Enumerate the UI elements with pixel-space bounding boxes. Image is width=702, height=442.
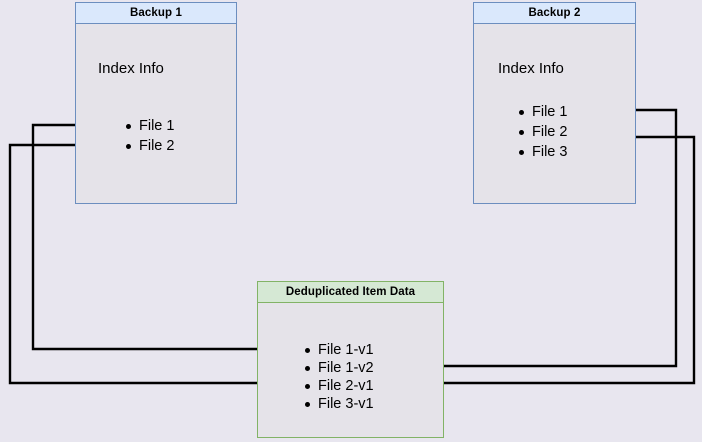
list-item[interactable]: File 2-v1 [305, 377, 374, 395]
deduplicated-file-list: File 1-v1 File 1-v2 File 2-v1 File 3-v1 [305, 341, 374, 413]
list-item[interactable]: File 2 [519, 122, 567, 142]
backup-2-index-info-label: Index Info [498, 60, 564, 77]
list-item[interactable]: File 1-v1 [305, 341, 374, 359]
list-item[interactable]: File 1 [126, 116, 174, 136]
backup-2-box[interactable]: Backup 2 Index Info File 1 File 2 File 3 [473, 2, 636, 204]
deduplicated-item-data-box[interactable]: Deduplicated Item Data File 1-v1 File 1-… [257, 281, 444, 438]
backup-1-file-list: File 1 File 2 [126, 116, 174, 156]
deduplicated-item-data-header: Deduplicated Item Data [258, 282, 443, 303]
backup-1-box[interactable]: Backup 1 Index Info File 1 File 2 [75, 2, 237, 204]
backup-2-body: Index Info File 1 File 2 File 3 [474, 24, 635, 203]
list-item[interactable]: File 1-v2 [305, 359, 374, 377]
backup-1-index-info-label: Index Info [98, 60, 164, 77]
backup-1-body: Index Info File 1 File 2 [76, 24, 236, 203]
list-item[interactable]: File 1 [519, 102, 567, 122]
list-item[interactable]: File 3-v1 [305, 395, 374, 413]
backup-2-header: Backup 2 [474, 3, 635, 24]
deduplicated-item-data-body: File 1-v1 File 1-v2 File 2-v1 File 3-v1 [258, 303, 443, 437]
list-item[interactable]: File 3 [519, 142, 567, 162]
backup-2-file-list: File 1 File 2 File 3 [519, 102, 567, 162]
backup-1-header: Backup 1 [76, 3, 236, 24]
list-item[interactable]: File 2 [126, 136, 174, 156]
